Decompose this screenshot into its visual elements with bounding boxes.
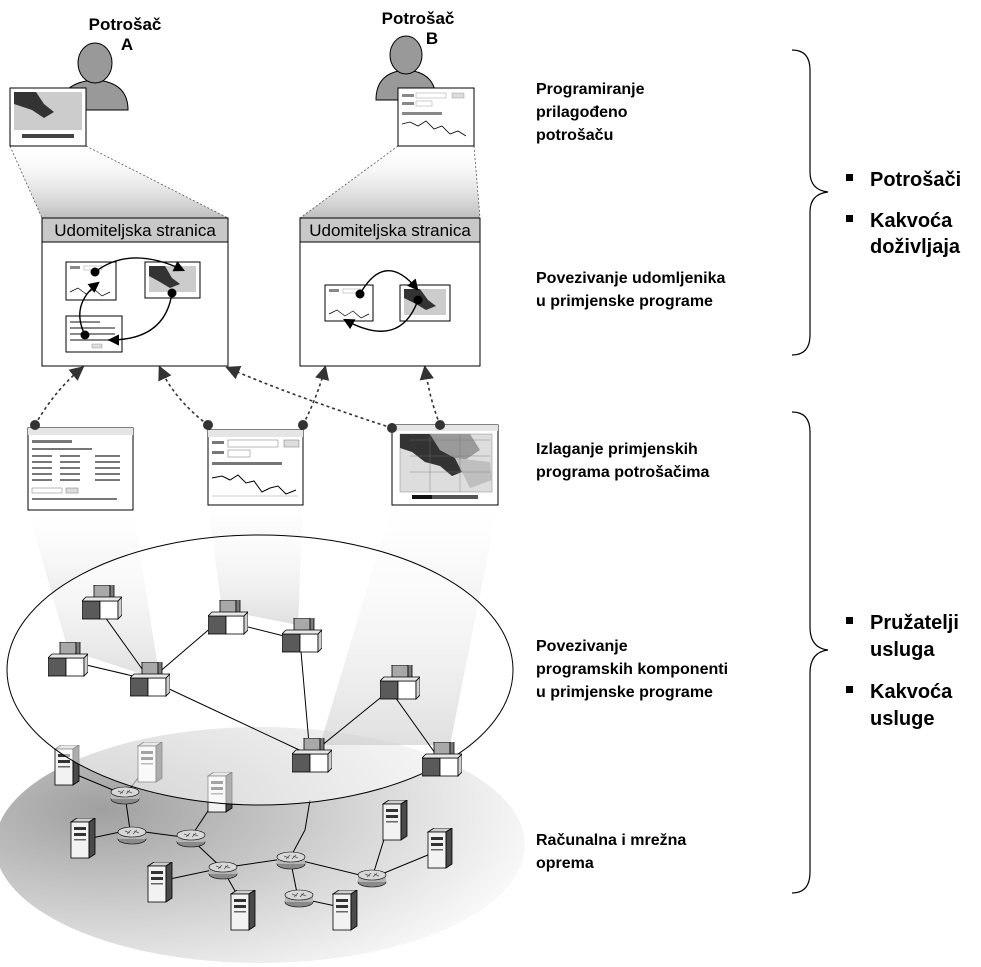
side-item: Kakvoća	[870, 210, 953, 232]
server-icon	[147, 862, 173, 903]
bullet-icon	[846, 174, 853, 181]
host-page-right-title: Udomiteljska stranica	[309, 221, 471, 240]
exposure-link-dots	[30, 420, 445, 433]
layer-label-hardware: Računalna i mrežna oprema	[536, 832, 686, 872]
router-icon	[357, 869, 387, 888]
server-icon	[230, 890, 256, 931]
consumer-a-screen	[9, 87, 87, 147]
router-icon	[208, 861, 238, 880]
exposure-links	[34, 365, 441, 429]
layer-label-line: prilagođeno	[536, 104, 628, 121]
layer-label-line: Povezivanje udomljenika	[536, 270, 726, 287]
mini-map-widget	[399, 284, 451, 322]
layer-label-line: Izlaganje primjenskih	[536, 441, 698, 458]
layer-label-programming: Programiranje prilagođeno potrošaču	[536, 81, 645, 144]
layer-label-exposing: Izlaganje primjenskih programa potrošači…	[536, 441, 709, 481]
layer-label-line: u primjenske programe	[536, 684, 713, 701]
server-icon	[382, 800, 408, 841]
server-icon	[332, 890, 358, 931]
layer-label-line: programa potrošačima	[536, 464, 709, 481]
layer-label-line: u primjenske programe	[536, 293, 713, 310]
brace-top	[791, 49, 829, 356]
side-item: doživljaja	[870, 236, 961, 258]
router-icon	[176, 829, 206, 848]
side-group-bottom: Pružatelji usluga Kakvoća usluge	[846, 612, 959, 730]
host-page-left-title: Udomiteljska stranica	[54, 221, 216, 240]
layer-label-line: Računalna i mrežna	[536, 832, 686, 849]
layer-label-line: Povezivanje	[536, 638, 628, 655]
layer-label-line: programskih komponenti	[536, 661, 728, 678]
router-icon	[117, 826, 147, 845]
mini-chart-widget	[65, 261, 117, 301]
router-icon	[276, 851, 306, 870]
consumer-b-screen	[397, 87, 475, 147]
host-page-left: Udomiteljska stranica	[41, 217, 229, 367]
server-icon	[70, 818, 96, 859]
exposed-app-map	[391, 424, 499, 506]
consumer-b-letter: B	[426, 29, 438, 48]
component-layer	[6, 534, 514, 806]
server-icon	[427, 828, 453, 869]
mini-chart-widget	[324, 284, 374, 322]
side-group-top: Potrošači Kakvoća doživljaja	[846, 169, 961, 258]
side-item: Pružatelji	[870, 612, 959, 634]
consumer-b: Potrošač B	[375, 9, 475, 147]
side-item: Kakvoća	[870, 681, 953, 703]
layer-label-line: Programiranje	[536, 81, 645, 98]
exposed-app-portfolio	[27, 427, 134, 511]
consumer-beams	[9, 145, 481, 219]
component-links	[64, 609, 441, 761]
side-item: Potrošači	[870, 169, 961, 191]
side-item: usluge	[870, 708, 934, 730]
layer-label-line: oprema	[536, 855, 594, 872]
bullet-icon	[846, 215, 853, 222]
consumer-a: Potrošač A	[9, 15, 162, 147]
router-icon	[284, 889, 314, 908]
side-item: usluga	[870, 639, 935, 661]
consumer-a-letter: A	[121, 35, 133, 54]
router-icon	[110, 786, 140, 805]
exposed-app-chart	[207, 429, 304, 506]
consumer-b-label: Potrošač	[382, 9, 455, 28]
mini-portfolio-widget	[65, 315, 123, 353]
brace-bottom	[791, 411, 829, 894]
bullet-icon	[846, 686, 853, 693]
host-page-right: Udomiteljska stranica	[299, 217, 481, 367]
layer-label-connecting-hosted: Povezivanje udomljenika u primjenske pro…	[536, 270, 726, 310]
bullet-icon	[846, 617, 853, 624]
layer-label-line: potrošaču	[536, 127, 613, 144]
consumer-a-label: Potrošač	[89, 15, 162, 34]
layer-label-components: Povezivanje programskih komponenti u pri…	[536, 638, 728, 701]
mini-map-widget	[144, 261, 201, 299]
